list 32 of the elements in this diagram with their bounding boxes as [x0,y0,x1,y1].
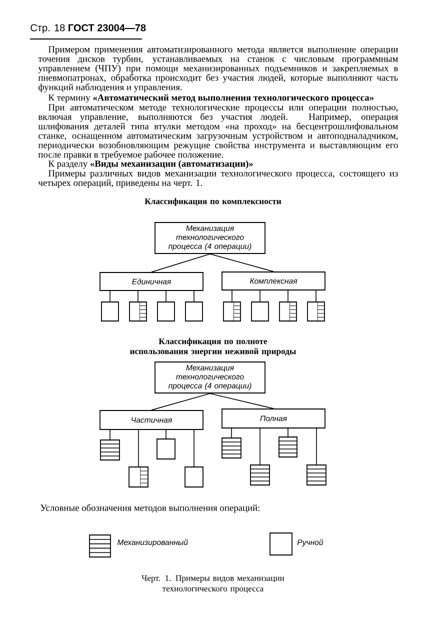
connector-line [210,254,274,272]
operation-box [250,464,270,486]
operation-box [278,436,298,458]
operation-box [306,464,326,486]
operation-box [129,302,147,322]
page-header: Стр. 18 ГОСТ 23004—78 [30,24,146,34]
operation-box [251,302,269,322]
operation-box [307,302,325,322]
connector-line [151,254,210,272]
operation-box [185,302,203,322]
operation-box [157,302,175,322]
connector-line [316,428,317,465]
operation-box [101,302,119,322]
operation-box [222,438,242,458]
paragraph: Примером применения автоматизированного метода является выполнение операции точения дисков турбин, устанавливаемых на станок с числовым программным управлением (ЧПУ) при помощи механизированных подъемников и закрепляемых в пневмопатронах, обработка происходит без участия людей, которые выполняют часть функций наблюдения и управления. [38,46,398,92]
operation-box [184,466,204,488]
operation-box [279,302,297,322]
legend-heading: Условные обозначения методов выполнения операций: [40,504,260,513]
connector-line [138,430,139,467]
section-heading: Классификация по комплексности [144,198,282,206]
figure-caption: Черт. 1. Примеры видов механизации технологического процесса [142,575,284,594]
section-heading: Классификация по полноте использования энергии неживой природы [130,338,296,356]
paragraph: К разделу «Виды механизации (автоматизации)» [48,160,253,169]
operation-box [100,440,120,460]
paragraph: Примеры различных видов механизации технологического процесса, состоящего из четырех операций, приведены на черт. 1. [38,170,398,188]
operation-box [223,302,241,322]
paragraph: К термину «Автоматический метод выполнения технологического процесса» [48,94,374,103]
connector-line [231,428,232,438]
paragraph: При автоматическом методе технологические процессы или операции полностью, включая управление, выполняются без участия людей. Например, операция шлифования деталей типа втулки методом «на проход» на бесцентрошлифовальном станке, оснащенном автоматическим загрузочным устройством и автоподналадчиком, периодически возобновляющим режущие свойства инструмента и выставляющим его после правки в требуемое рабочее положение. [38,104,398,160]
connector-line [151,393,210,410]
operation-box [156,438,176,460]
operation-box [128,466,148,488]
